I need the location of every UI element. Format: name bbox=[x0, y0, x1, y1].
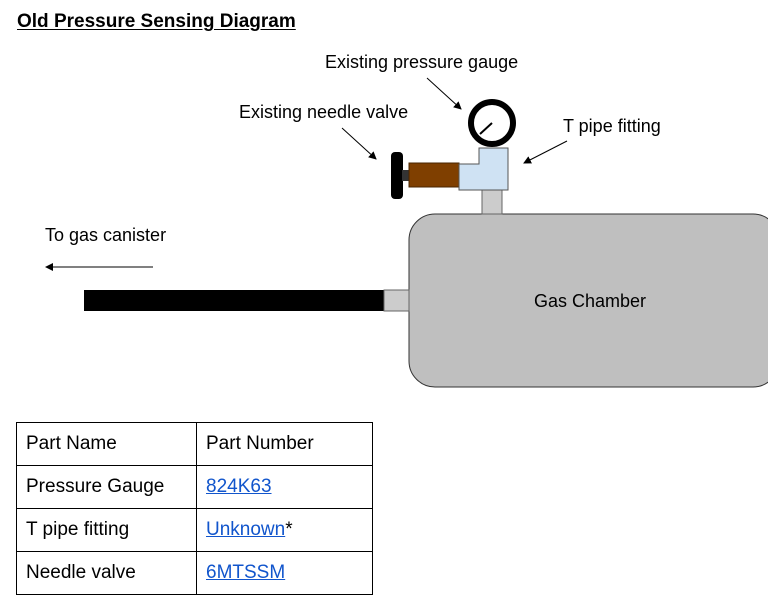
part-name-cell: Pressure Gauge bbox=[16, 465, 197, 509]
needle-valve-label: Existing needle valve bbox=[239, 102, 408, 122]
part-name-cell: T pipe fitting bbox=[16, 508, 197, 552]
pipe-connector bbox=[383, 289, 410, 312]
t-pipe-fitting bbox=[458, 147, 509, 191]
header-part-number: Part Number bbox=[196, 422, 373, 466]
part-number-cell: 824K63 bbox=[196, 465, 373, 509]
part-name-cell: Needle valve bbox=[16, 551, 197, 595]
table-row: Pressure Gauge 824K63 bbox=[16, 465, 373, 509]
needle-valve-stem bbox=[402, 170, 410, 181]
needle-valve-handle bbox=[391, 152, 403, 199]
canister-pipe bbox=[84, 290, 384, 311]
gauge-needle bbox=[479, 122, 493, 135]
to-canister-label: To gas canister bbox=[45, 225, 166, 245]
gauge-callout-arrow bbox=[426, 77, 462, 110]
part-number-link[interactable]: Unknown bbox=[206, 519, 286, 540]
parts-table: Part Name Part Number Pressure Gauge 824… bbox=[16, 422, 373, 595]
header-part-name: Part Name bbox=[16, 422, 197, 466]
needle-valve-callout-arrow bbox=[341, 127, 377, 160]
part-number-link[interactable]: 6MTSSM bbox=[206, 562, 286, 583]
page-title: Old Pressure Sensing Diagram bbox=[17, 11, 296, 32]
part-number-cell: 6MTSSM bbox=[196, 551, 373, 595]
gauge-label: Existing pressure gauge bbox=[325, 52, 518, 72]
vertical-connector bbox=[481, 189, 503, 215]
needle-valve-body bbox=[408, 162, 460, 188]
part-number-cell: Unknown* bbox=[196, 508, 373, 552]
table-row: Needle valve 6MTSSM bbox=[16, 551, 373, 595]
part-number-link[interactable]: 824K63 bbox=[206, 476, 272, 497]
t-fitting-callout-arrow bbox=[523, 140, 568, 164]
pressure-sensing-diagram: Gas Chamber To gas canister Existing pre… bbox=[45, 52, 768, 388]
table-header-row: Part Name Part Number bbox=[16, 422, 373, 466]
part-number-suffix: * bbox=[285, 519, 293, 540]
table-row: T pipe fitting Unknown* bbox=[16, 508, 373, 552]
gas-chamber-label: Gas Chamber bbox=[534, 291, 646, 311]
t-fitting-label: T pipe fitting bbox=[563, 116, 661, 136]
